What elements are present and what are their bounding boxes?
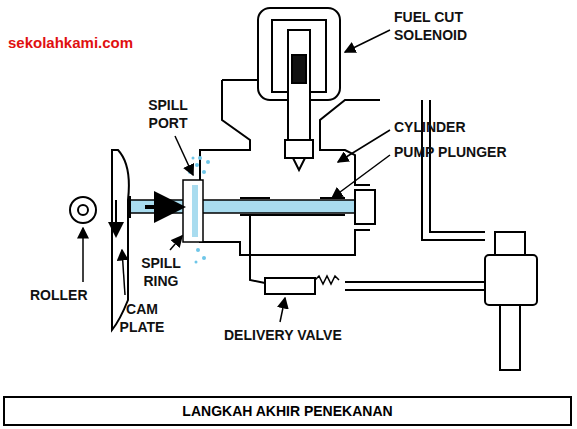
injector-nozzle xyxy=(500,305,520,370)
part-label: CYLINDER xyxy=(394,118,514,136)
delivery-passage xyxy=(250,215,265,283)
leader-line xyxy=(122,250,125,295)
roller-axle xyxy=(78,205,88,215)
watermark: sekolahkami.com xyxy=(8,34,168,52)
fuel-line xyxy=(430,232,485,240)
part-label: SPILL PORT xyxy=(138,96,198,132)
delivery-valve xyxy=(265,278,315,294)
delivery-pipe xyxy=(345,282,485,290)
plunger-end xyxy=(129,196,131,218)
leader-line xyxy=(338,130,390,162)
solenoid-needle xyxy=(293,158,305,170)
leader-line xyxy=(175,136,193,175)
pump-plunger xyxy=(118,200,358,213)
flow-arrow xyxy=(145,205,182,209)
leader-line xyxy=(280,298,285,322)
rotation-arrow xyxy=(115,200,117,236)
leader-line xyxy=(332,155,390,198)
solenoid-valve xyxy=(285,140,313,158)
leader-line xyxy=(170,236,182,250)
solenoid-armature xyxy=(292,55,306,83)
caption-box: LANGKAH AKHIR PENEKANAN xyxy=(3,396,572,426)
injector-body xyxy=(485,255,537,305)
spill-passage xyxy=(192,185,198,237)
part-label: ROLLER xyxy=(30,286,120,304)
pump-body xyxy=(222,79,258,81)
part-label: SPILL RING xyxy=(136,254,186,290)
injector-cap xyxy=(495,232,525,255)
part-label: PUMP PLUNGER xyxy=(394,143,534,161)
solenoid-core xyxy=(288,30,310,140)
plunger-nut xyxy=(355,190,375,224)
spill-ring xyxy=(183,180,203,242)
roller xyxy=(70,197,96,223)
leader-line xyxy=(345,30,390,52)
pump-body xyxy=(200,80,380,255)
part-label: DELIVERY VALVE xyxy=(224,326,374,344)
part-label: FUEL CUT SOLENOID xyxy=(394,8,494,44)
part-label: CAM PLATE xyxy=(112,300,172,336)
caption: LANGKAH AKHIR PENEKANAN xyxy=(182,403,392,419)
leader-line xyxy=(82,228,84,282)
valve-spring xyxy=(315,276,339,284)
